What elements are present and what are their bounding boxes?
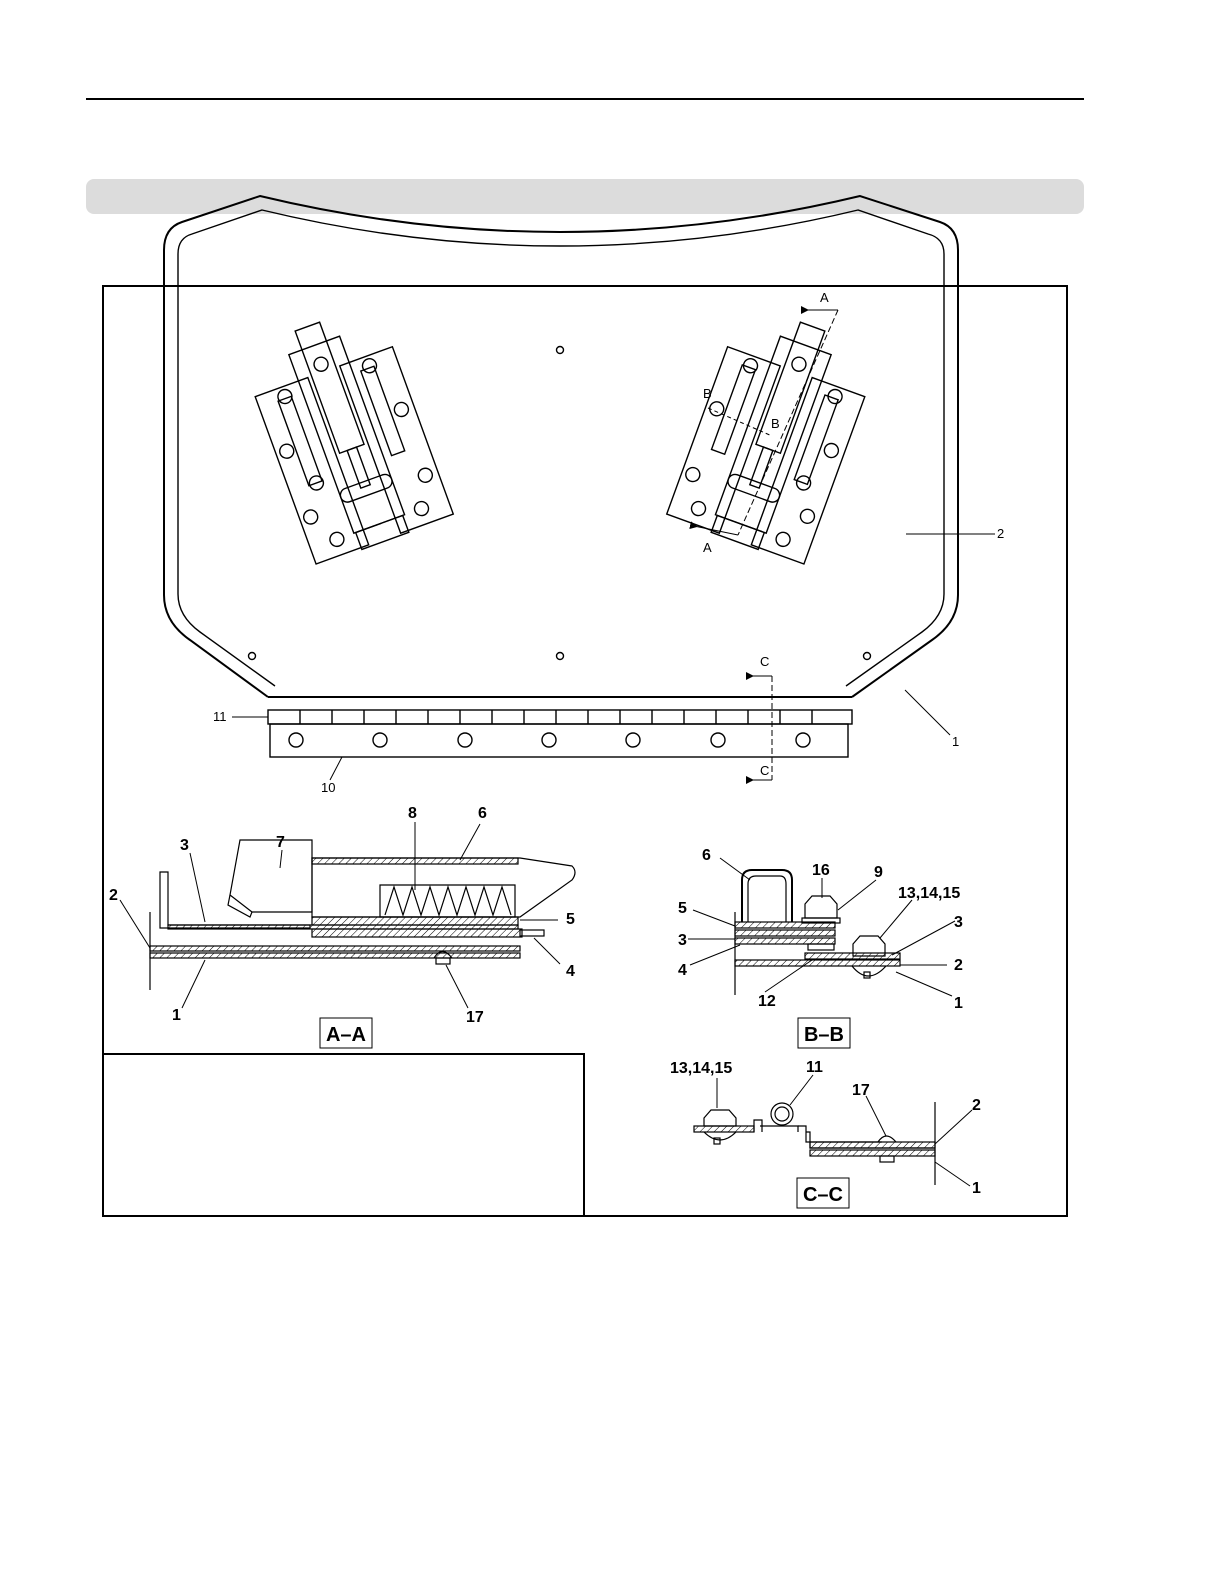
plan-view bbox=[164, 196, 995, 780]
section-bb-title: B–B bbox=[804, 1024, 844, 1046]
cc-callout-1: 1 bbox=[972, 1180, 981, 1197]
bb-callout-2: 2 bbox=[954, 957, 963, 974]
hinge-leaf bbox=[270, 724, 848, 757]
hinge-knuckles bbox=[268, 710, 852, 724]
frame-tube-outer bbox=[164, 196, 958, 697]
aa-callout-17: 17 bbox=[466, 1009, 484, 1026]
aa-callout-1: 1 bbox=[172, 1007, 181, 1024]
section-cc-drawing bbox=[694, 1102, 935, 1185]
cc-callout-2: 2 bbox=[972, 1097, 981, 1114]
marker-c-top: C bbox=[760, 654, 769, 669]
bb-callout-3a: 3 bbox=[678, 932, 687, 949]
latch-assembly-right bbox=[666, 302, 881, 566]
cc-callout-17: 17 bbox=[852, 1082, 870, 1099]
marker-b-left: B bbox=[703, 386, 712, 401]
callout-frame: 1 bbox=[952, 734, 959, 749]
section-cc-leaders bbox=[717, 1075, 972, 1186]
cc-callout-11: 11 bbox=[806, 1059, 823, 1076]
bb-callout-3b: 3 bbox=[954, 914, 963, 931]
aa-callout-8: 8 bbox=[408, 805, 417, 822]
bb-callout-12: 12 bbox=[758, 993, 776, 1010]
section-cc-title: C–C bbox=[803, 1184, 843, 1206]
section-aa-title: A–A bbox=[326, 1024, 366, 1046]
callout-plate: 2 bbox=[997, 526, 1004, 541]
plate-hole bbox=[864, 653, 871, 660]
bb-callout-4: 4 bbox=[678, 962, 687, 979]
plate-hole bbox=[557, 653, 564, 660]
aa-callout-6: 6 bbox=[478, 805, 487, 822]
bb-callout-6: 6 bbox=[702, 847, 711, 864]
latch-assembly-left bbox=[239, 302, 454, 566]
marker-a-top: A bbox=[820, 290, 829, 305]
marker-a-bottom: A bbox=[703, 540, 712, 555]
plate-hole bbox=[557, 347, 564, 354]
bb-callout-13-14-15: 13,14,15 bbox=[898, 885, 960, 902]
leader-hinge-leaf bbox=[330, 757, 342, 780]
hinge-knuckle-dividers bbox=[300, 710, 812, 724]
aa-callout-2: 2 bbox=[109, 887, 118, 904]
marker-c-bottom: C bbox=[760, 763, 769, 778]
aa-callout-7: 7 bbox=[276, 834, 285, 851]
bb-callout-1: 1 bbox=[954, 995, 963, 1012]
bb-callout-9: 9 bbox=[874, 864, 883, 881]
callout-hinge: 11 bbox=[213, 709, 227, 724]
marker-b-right: B bbox=[771, 416, 780, 431]
bb-callout-5: 5 bbox=[678, 900, 687, 917]
aa-callout-5: 5 bbox=[566, 911, 575, 928]
plate-hole bbox=[249, 653, 256, 660]
callout-hinge-leaf: 10 bbox=[321, 780, 335, 795]
section-aa-drawing bbox=[150, 840, 575, 990]
leader-frame bbox=[905, 690, 950, 735]
hinge-leaf-holes bbox=[289, 733, 810, 747]
section-line-a bbox=[738, 310, 838, 535]
aa-callout-4: 4 bbox=[566, 963, 575, 980]
cc-callout-13-14-15: 13,14,15 bbox=[670, 1060, 732, 1077]
bb-callout-16: 16 bbox=[812, 862, 830, 879]
section-bb-drawing bbox=[735, 870, 900, 995]
notes-box bbox=[103, 1054, 584, 1216]
aa-callout-3: 3 bbox=[180, 837, 189, 854]
